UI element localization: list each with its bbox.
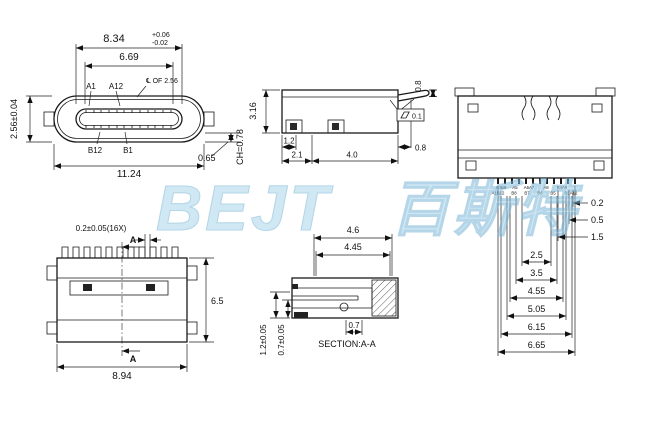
- pin-label: B1A12: [565, 191, 579, 196]
- dim-section-outer: 4.6: [347, 225, 360, 235]
- dim-section-h1: 1.2±0.05: [259, 324, 268, 356]
- dim-pin-span-4: 5.05: [528, 304, 546, 314]
- front-view: 8.34 +0.06 -0.02 6.69 A1 A12 ℄ OF 2.56 B…: [9, 32, 245, 180]
- dim-tolerance-plus: +0.06: [152, 32, 170, 39]
- front-view-dimension-lines: [26, 44, 241, 170]
- pin-fanout-dimension-lines: [497, 186, 588, 356]
- plan-view-geometry: [46, 246, 198, 343]
- pin-label: A6A7: [524, 185, 535, 190]
- dim-tongue-width: 8.34: [103, 33, 124, 45]
- pin-label: A8: [543, 185, 549, 190]
- dim-tongue-offset: 0.65: [198, 153, 216, 163]
- centerline-note: ℄ OF 2.56: [146, 77, 178, 85]
- dim-pin-span-6: 6.65: [528, 340, 546, 350]
- pin-label: B7: [524, 191, 530, 196]
- dim-pin-width: 0.2±0.05(16X): [76, 224, 127, 233]
- section-mark-bottom: A: [130, 354, 137, 364]
- pin-label: B6: [537, 191, 543, 196]
- dim-pin-offset-2: 0.5: [591, 215, 604, 225]
- flatness-tolerance-value: 0.1: [412, 114, 422, 121]
- plan-view: 0.2±0.05(16X) A A 6.5 8.94: [46, 224, 224, 382]
- plan-view-dimension-lines: [56, 234, 214, 372]
- dim-plan-width: 8.94: [112, 371, 132, 382]
- watermark-cjk: 百斯特: [390, 176, 583, 243]
- pin-label: B8: [511, 191, 517, 196]
- front-view-geometry: [43, 95, 215, 143]
- dim-overall-width: 11.24: [117, 169, 142, 180]
- section-label: SECTION:A-A: [318, 339, 376, 349]
- pin-label: B4A9: [557, 185, 568, 190]
- dim-depth: 6.5: [211, 296, 224, 306]
- dim-pin-span: 6.69: [119, 52, 139, 63]
- pin-label: B5: [550, 191, 556, 196]
- pin-label-b12: B12: [88, 146, 103, 155]
- pin-label-a1: A1: [86, 82, 96, 91]
- pin-label-b1: B1: [123, 146, 133, 155]
- rear-view-geometry: [454, 87, 616, 184]
- pin-label: A1B12: [492, 191, 506, 196]
- dim-tail-length: 0.8: [415, 144, 427, 153]
- dim-foot: 1.2: [283, 137, 295, 146]
- section-view: 4.6 4.45 0.7 1.2±0.05 0.7±0.05 SECTION:A…: [259, 225, 399, 356]
- section-view-geometry: [291, 277, 399, 319]
- dim-tail-height: 0.8: [414, 80, 423, 92]
- dim-pin-offset-1: 0.2: [591, 198, 604, 208]
- dim-chamfer: CH=0.78: [235, 129, 245, 165]
- dim-pin-span-1: 2.5: [530, 250, 543, 260]
- dim-pin-span-5: 6.15: [528, 322, 546, 332]
- dim-pin-offset-3: 1.5: [591, 232, 604, 242]
- dim-section-h2: 0.7±0.05: [277, 324, 286, 356]
- dim-body: 4.0: [346, 151, 358, 160]
- dim-section-foot: 0.7: [348, 321, 360, 330]
- dim-section-inner: 4.45: [344, 242, 362, 252]
- section-mark-top: A: [130, 235, 137, 245]
- dim-step: 2.1: [291, 151, 303, 160]
- dim-side-height: 3.16: [248, 102, 258, 120]
- dim-pin-span-3: 4.55: [528, 286, 546, 296]
- hatched-insulator-block: [371, 279, 397, 317]
- flatness-tolerance-frame: 0.1: [396, 108, 425, 122]
- watermark-latin: BEJT: [156, 172, 334, 244]
- pin-label-a12: A12: [109, 82, 124, 91]
- pin-label: A4B9: [496, 185, 507, 190]
- pin-label: A5: [512, 185, 518, 190]
- watermark: BEJT 百斯特: [155, 171, 583, 244]
- dim-height: 2.56±0.04: [9, 99, 19, 139]
- side-view: 0.1 3.16 0.8 1.2 2.1 4.0 0.8: [248, 80, 437, 164]
- dim-tolerance-minus: -0.02: [152, 40, 168, 47]
- parallelism-symbol-icon: [400, 111, 410, 119]
- dim-pin-span-2: 3.5: [530, 268, 543, 278]
- rear-view: A4B9 A5 A6A7 A8 B4A9 A1B12 B8 B7 B6 B5 B…: [454, 87, 616, 356]
- section-view-dimension-lines: [270, 234, 393, 335]
- side-view-dimension-lines: [262, 89, 437, 164]
